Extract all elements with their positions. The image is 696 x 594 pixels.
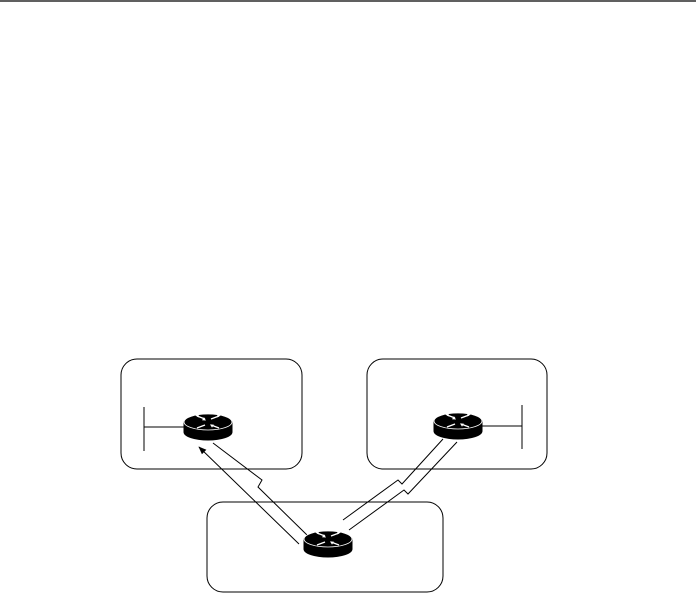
- lan-segment-right: [482, 405, 523, 449]
- serial-link-left: [198, 442, 308, 545]
- router-icon-right: [433, 411, 483, 440]
- serial-link-right: [342, 438, 458, 531]
- site-box-bottom: [206, 501, 444, 593]
- router-icon-left: [183, 412, 233, 441]
- site-box-right: [366, 358, 548, 470]
- router-icon-bottom: [303, 529, 353, 558]
- site-box-left: [120, 358, 303, 470]
- lan-segment-left: [143, 407, 184, 451]
